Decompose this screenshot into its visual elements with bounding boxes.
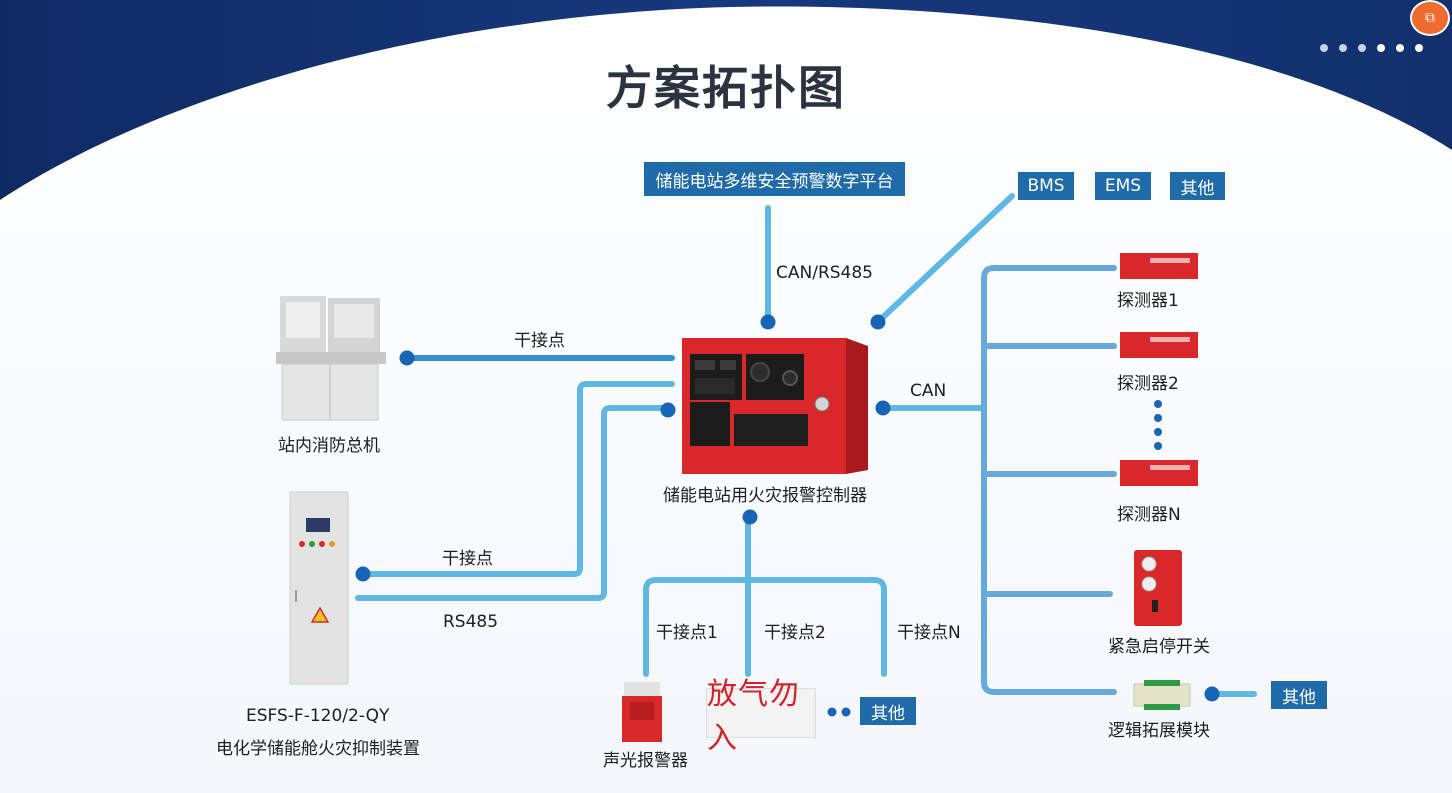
node-suppression bbox=[355, 566, 371, 582]
emergency-switch-label: 紧急启停开关 bbox=[1108, 637, 1210, 657]
can-label: CAN bbox=[910, 381, 947, 401]
dry-contact-2-label: 干接点2 bbox=[764, 623, 826, 643]
emergency-switch-device bbox=[1134, 550, 1182, 626]
line-right-bus bbox=[981, 265, 1117, 695]
other-right-box[interactable]: 其他 bbox=[1271, 681, 1327, 709]
line-bms-controller bbox=[877, 193, 1015, 323]
line-suppression-rs485 bbox=[355, 405, 671, 601]
platform-box[interactable]: 储能电站多维安全预警数字平台 bbox=[644, 162, 905, 196]
share-icon[interactable]: ⧉ bbox=[1410, 0, 1450, 36]
logic-module-label: 逻辑拓展模块 bbox=[1108, 721, 1210, 741]
dry-contact-n-label: 干接点N bbox=[897, 623, 961, 643]
node-bms bbox=[870, 314, 886, 330]
sound-light-alarm-label: 声光报警器 bbox=[603, 751, 688, 771]
ellipsis-dot-4 bbox=[1154, 442, 1162, 450]
dot-2 bbox=[841, 707, 851, 717]
line-bottom-bus bbox=[643, 577, 887, 677]
ems-box[interactable]: EMS bbox=[1095, 172, 1151, 200]
device-model-label: ESFS-F-120/2-QY bbox=[246, 706, 390, 726]
page-title: 方案拓扑图 bbox=[606, 61, 846, 115]
ellipsis-dot-1 bbox=[1154, 400, 1162, 408]
junction-nodes bbox=[355, 314, 1220, 717]
dry-contact-label: 干接点 bbox=[514, 331, 565, 351]
logic-module-device bbox=[1133, 680, 1191, 710]
other-bottom-box[interactable]: 其他 bbox=[860, 697, 916, 725]
detector-devices bbox=[1120, 253, 1198, 486]
fire-host-label: 站内消防总机 bbox=[278, 436, 380, 456]
controller-device bbox=[682, 338, 868, 474]
detector-1-label: 探测器1 bbox=[1117, 291, 1179, 311]
controller-label: 储能电站用火灾报警控制器 bbox=[663, 486, 867, 506]
node-can bbox=[875, 400, 891, 416]
node-platform bbox=[760, 314, 776, 330]
can-rs485-label: CAN/RS485 bbox=[776, 263, 873, 283]
ellipsis-dot-3 bbox=[1154, 428, 1162, 436]
detector-n-label: 探测器N bbox=[1117, 505, 1181, 525]
no-entry-sign: 放气勿入 bbox=[706, 677, 816, 756]
dry-contact-1-label: 干接点1 bbox=[656, 623, 718, 643]
fire-host-device bbox=[276, 296, 386, 421]
node-controller-left bbox=[660, 402, 676, 418]
node-logic-module bbox=[1204, 686, 1220, 702]
node-fire-host bbox=[399, 350, 415, 366]
ellipsis-dot-2 bbox=[1154, 414, 1162, 422]
dot-1 bbox=[827, 707, 837, 717]
slide-dots-indicator[interactable] bbox=[1320, 44, 1423, 52]
other-top-box[interactable]: 其他 bbox=[1170, 172, 1225, 200]
bms-box[interactable]: BMS bbox=[1018, 172, 1074, 200]
suppression-device bbox=[289, 491, 349, 685]
line-suppression-dry bbox=[361, 381, 675, 577]
rs485-label: RS485 bbox=[443, 612, 499, 632]
sound-light-alarm-device bbox=[622, 682, 662, 742]
device-name-label: 电化学储能舱火灾抑制装置 bbox=[216, 739, 420, 759]
detector-2-label: 探测器2 bbox=[1117, 374, 1179, 394]
dry-contact-label-2: 干接点 bbox=[442, 549, 493, 569]
node-bottom bbox=[742, 509, 758, 525]
